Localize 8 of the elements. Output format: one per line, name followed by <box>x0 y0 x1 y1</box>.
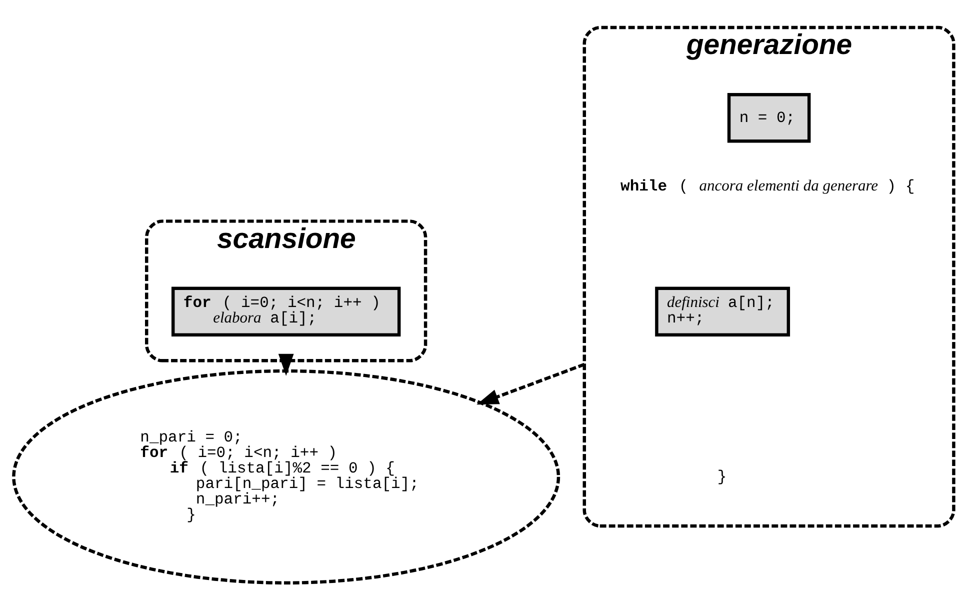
label: while ( ancora elementi da generare ) { <box>620 176 915 195</box>
node-box: for ( i=0; i<n; i++ ) elabora a[i]; <box>171 286 401 336</box>
arrow <box>476 362 585 404</box>
label: } <box>717 467 727 486</box>
node-ellipse: n_pari = 0; for ( i=0; i<n; i++ ) if ( lista[i]%2 == 0 ) { pari[n_pari] = lista[i]; n_pari++; } <box>12 368 560 584</box>
arrow <box>278 353 294 376</box>
node-box: definisci a[n]; n++; <box>655 286 790 336</box>
node-box: n = 0; <box>727 92 811 142</box>
